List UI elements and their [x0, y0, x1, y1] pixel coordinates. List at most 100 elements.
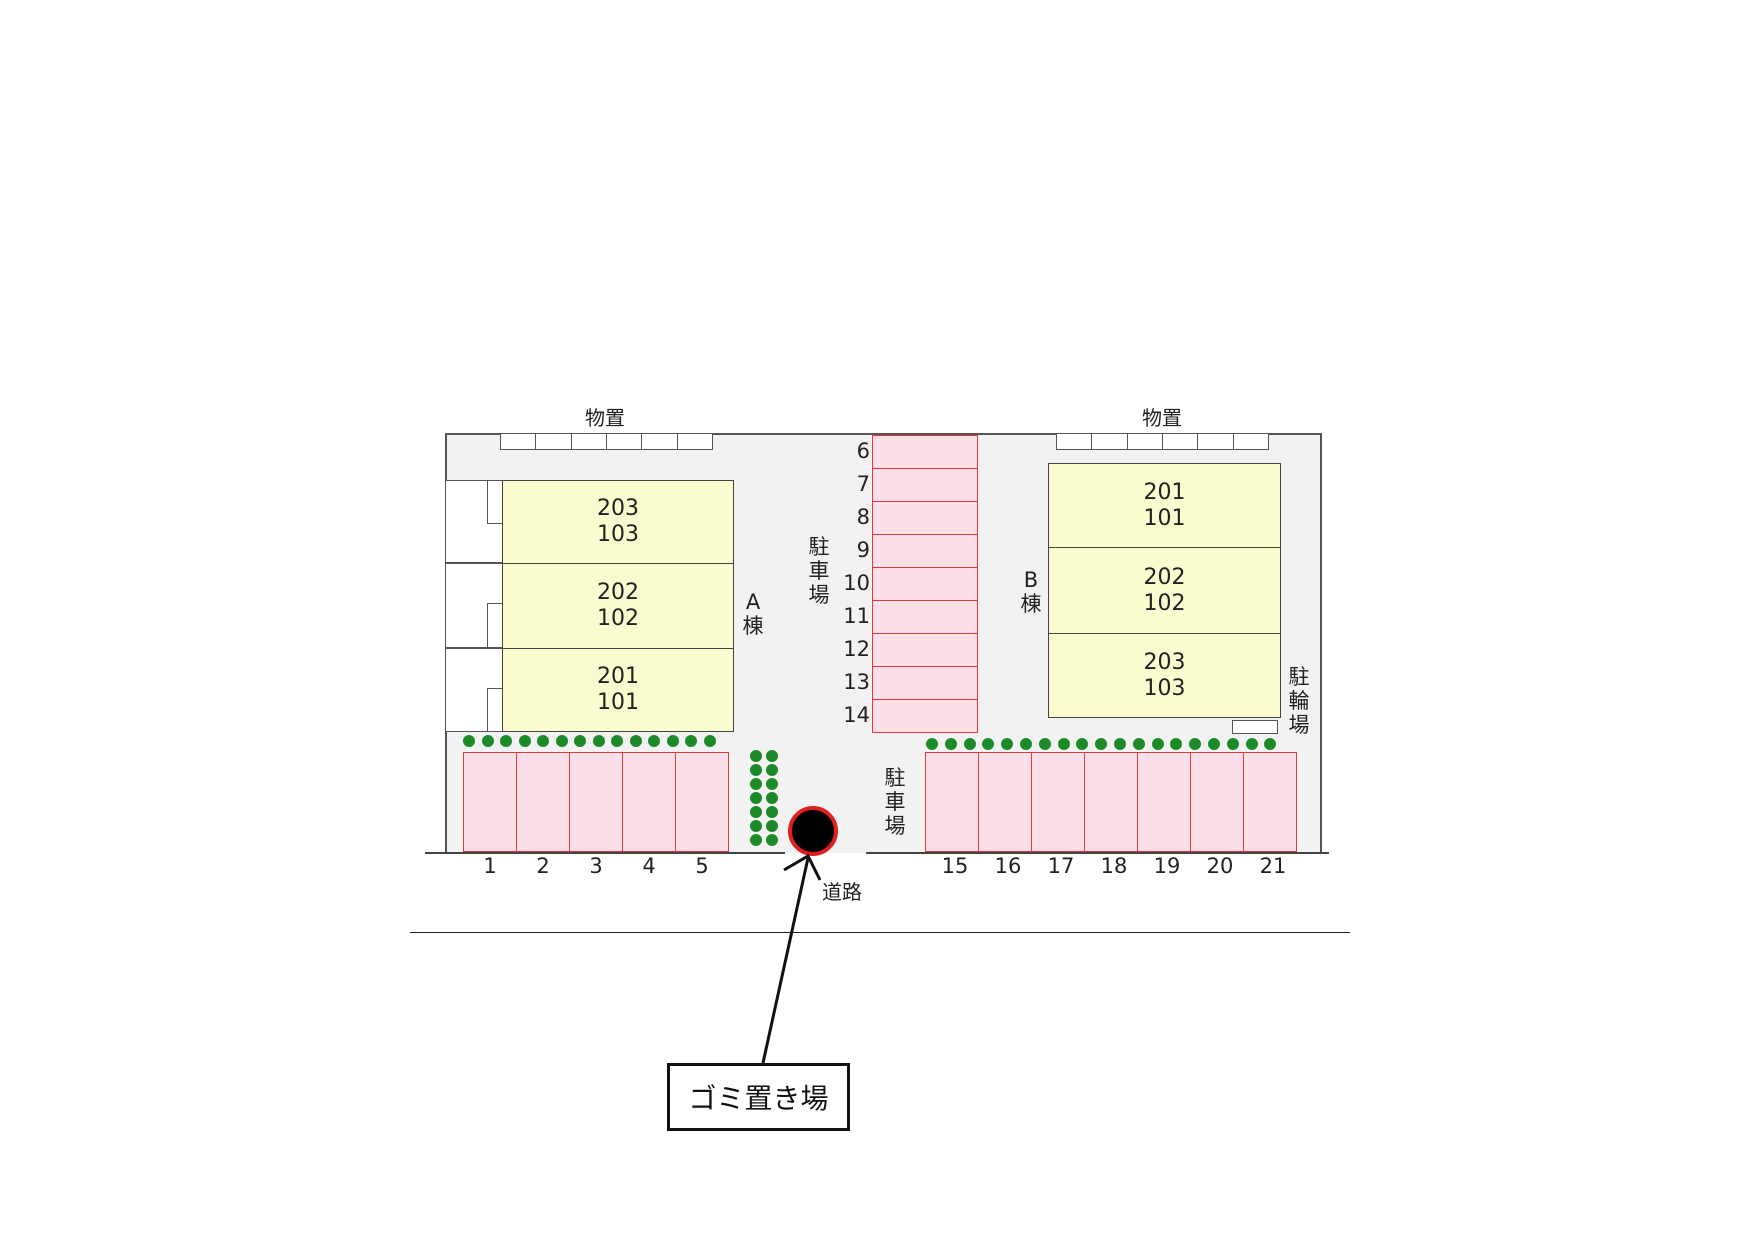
unit-lower: 102	[597, 606, 639, 631]
parking-spot-17	[1031, 752, 1085, 852]
road-label: 道路	[822, 880, 862, 904]
tree-icon	[1245, 738, 1258, 750]
tree-icon	[1095, 738, 1108, 750]
tree-icon	[611, 735, 623, 747]
unit-upper: 202	[1143, 564, 1186, 590]
parking-spot-11	[872, 600, 978, 634]
tree-icon	[982, 738, 995, 750]
unit-lower: 103	[597, 522, 639, 547]
building-b-unit-203-103: 203 103	[1048, 633, 1281, 718]
tree-icon	[500, 735, 512, 747]
tree-icon	[1057, 738, 1070, 750]
tree-icon	[766, 792, 778, 804]
parking-number-19: 19	[1153, 854, 1181, 878]
tree-icon	[926, 738, 938, 750]
tree-icon	[766, 778, 778, 790]
tree-icon	[1208, 738, 1220, 750]
tree-icon	[555, 735, 568, 747]
tree-icon	[750, 806, 762, 818]
parking-number-1: 1	[483, 854, 497, 878]
parking-label-center: 駐 車 場	[808, 535, 830, 607]
tree-icon	[648, 735, 660, 747]
parking-spot-14	[872, 699, 978, 733]
tree-icon	[1076, 738, 1089, 750]
tree-icon	[574, 735, 586, 747]
parking-spot-8	[872, 501, 978, 535]
tree-icon	[1264, 738, 1277, 750]
tree-icon	[1020, 738, 1032, 750]
parking-number-14: 14	[843, 703, 870, 727]
parking-number-7: 7	[856, 472, 870, 496]
parking-number-5: 5	[695, 854, 709, 878]
parking-spot-1	[463, 752, 517, 852]
tree-icon	[766, 750, 778, 762]
tree-icon	[1001, 738, 1014, 750]
parking-spot-5	[675, 752, 729, 852]
tree-icon	[629, 735, 642, 747]
tree-icon	[1170, 738, 1183, 750]
unit-lower: 103	[1143, 675, 1186, 701]
tree-icon	[1132, 738, 1145, 750]
bicycle-rack	[1232, 720, 1278, 734]
building-a-label: A 棟	[742, 590, 764, 638]
storage-label-right: 物置	[1142, 406, 1182, 430]
tree-icon	[750, 764, 762, 776]
building-b-label: B 棟	[1020, 568, 1042, 616]
tree-icon	[518, 735, 531, 747]
unit-lower: 101	[1143, 505, 1186, 531]
garbage-area-label: ゴミ置き場	[667, 1063, 850, 1131]
parking-number-17: 17	[1047, 854, 1075, 878]
unit-lower: 102	[1143, 590, 1186, 616]
building-a-unit-203-103: 203 103	[502, 480, 734, 564]
parking-spot-12	[872, 633, 978, 667]
tree-icon	[766, 834, 778, 846]
parking-spot-18	[1084, 752, 1138, 852]
unit-upper: 203	[597, 496, 639, 521]
unit-upper: 203	[1143, 649, 1186, 675]
parking-number-2: 2	[536, 854, 550, 878]
parking-number-16: 16	[994, 854, 1022, 878]
parking-number-3: 3	[589, 854, 603, 878]
tree-icon	[750, 820, 762, 832]
tree-icon	[666, 735, 679, 747]
storage-shed-right	[1056, 433, 1269, 450]
tree-icon	[1038, 738, 1051, 750]
storage-label-left: 物置	[585, 406, 625, 430]
tree-icon	[944, 738, 957, 750]
parking-spot-2	[516, 752, 570, 852]
parking-number-21: 21	[1259, 854, 1287, 878]
unit-upper: 201	[597, 664, 639, 689]
parking-spot-21	[1243, 752, 1297, 852]
tree-icon	[685, 735, 697, 747]
tree-icon	[463, 735, 475, 747]
parking-spot-4	[622, 752, 676, 852]
parking-label-right: 駐 車 場	[884, 766, 906, 838]
tree-icon	[750, 792, 762, 804]
tree-icon	[481, 735, 494, 747]
tree-icon	[1189, 738, 1202, 750]
parking-number-20: 20	[1206, 854, 1234, 878]
bicycle-parking-label: 駐 輪 場	[1288, 665, 1310, 737]
hedge-cluster-center	[750, 750, 780, 846]
tree-icon	[592, 735, 605, 747]
site-front-line-right	[866, 852, 1329, 854]
tree-icon	[1151, 738, 1164, 750]
parking-spot-16	[978, 752, 1032, 852]
parking-spot-20	[1190, 752, 1244, 852]
parking-number-18: 18	[1100, 854, 1128, 878]
unit-lower: 101	[597, 690, 639, 715]
unit-upper: 201	[1143, 479, 1186, 505]
tree-icon	[750, 834, 762, 846]
parking-number-15: 15	[941, 854, 969, 878]
garbage-location-marker	[788, 806, 838, 856]
parking-spot-9	[872, 534, 978, 568]
tree-icon	[766, 764, 778, 776]
parking-number-13: 13	[843, 670, 870, 694]
tree-icon	[1226, 738, 1239, 750]
hedge-row-left	[463, 735, 728, 749]
tree-icon	[703, 735, 716, 747]
parking-spot-15	[925, 752, 979, 852]
building-b-unit-202-102: 202 102	[1048, 547, 1281, 634]
tree-icon	[963, 738, 976, 750]
storage-shed-left	[500, 433, 713, 450]
